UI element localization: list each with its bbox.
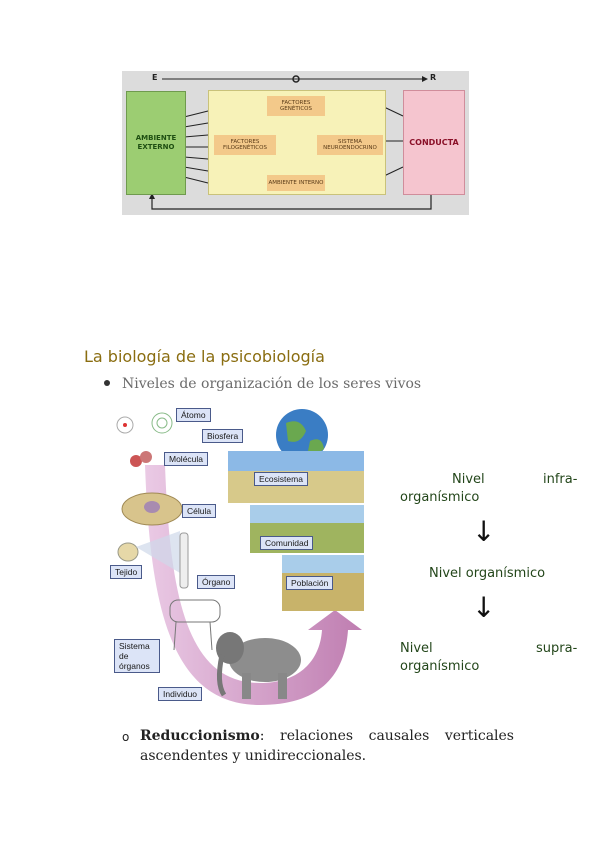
ambiente-interno-box: AMBIENTE INTERNO: [267, 175, 325, 191]
label-organo: Órgano: [197, 575, 236, 589]
section-heading: La biología de la psicobiología: [84, 347, 325, 366]
ambiente-externo-box: AMBIENTE EXTERNO: [126, 91, 186, 195]
conducta-box: CONDUCTA: [403, 90, 465, 195]
level-infra-word3: organísmico: [400, 490, 480, 505]
level-supra-word1: Nivel: [400, 641, 433, 656]
reduccionismo-term: Reduccionismo: [140, 728, 260, 744]
reduccionismo-text: relaciones causales verticales ascendent…: [140, 728, 514, 764]
factores-geneticos-box: FACTORES GENÉTICOS: [267, 96, 325, 116]
label-tejido: Tejido: [110, 565, 143, 579]
factores-filogeneticos-box: FACTORES FILOGENÉTICOS: [214, 135, 276, 155]
label-sistema-de-organos: Sistema de órganos: [114, 639, 160, 673]
label-poblacion: Población: [286, 576, 334, 590]
e-label: E: [152, 73, 158, 82]
bullet-marker: [104, 380, 110, 386]
level-supra-word3: organísmico: [400, 659, 480, 674]
level-infra-word2: infra-: [543, 472, 578, 487]
level-organismico: Nivel organísmico: [429, 566, 546, 581]
label-celula: Célula: [182, 504, 217, 518]
reduccionismo-colon: :: [259, 728, 265, 744]
sub-bullet-marker: o: [122, 730, 130, 744]
arrow-down-icon: ↓: [472, 591, 496, 624]
levels-of-organization-illustration: Átomo Biosfera Molécula Ecosistema Célul…: [110, 405, 368, 715]
label-comunidad: Comunidad: [260, 536, 314, 550]
level-infra-word1: Nivel: [452, 472, 485, 487]
sistema-neuroendocrino-box: SISTEMA NEUROENDOCRINO: [317, 135, 383, 155]
label-ecosistema: Ecosistema: [254, 472, 308, 486]
reduccionismo-paragraph: Reduccionismo: relaciones causales verti…: [140, 726, 514, 766]
arrow-down-icon: ↓: [472, 515, 496, 548]
organism-behavior-diagram: E R AMBIENTE EXTERNO FACTORES GENÉTICOS …: [122, 71, 469, 215]
bullet-text: Niveles de organización de los seres viv…: [122, 376, 422, 392]
r-label: R: [430, 73, 437, 82]
level-supra-word2: supra-: [536, 641, 578, 656]
label-atomo: Átomo: [176, 408, 211, 422]
label-biosfera: Biosfera: [202, 429, 244, 443]
label-molecula: Molécula: [164, 452, 209, 466]
label-individuo: Individuo: [158, 687, 203, 701]
